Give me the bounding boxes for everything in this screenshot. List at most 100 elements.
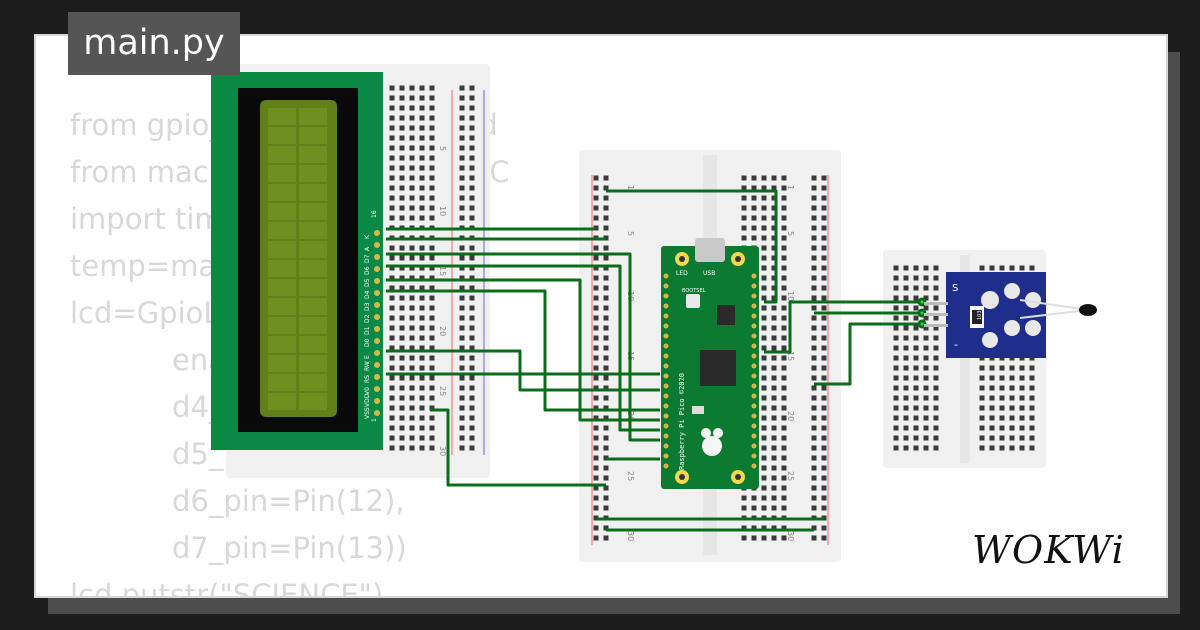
breadboard-row-label: 10 [438, 206, 447, 216]
breadboard-hole [761, 285, 767, 291]
breadboard-hole [781, 465, 787, 471]
breadboard-hole [821, 425, 827, 431]
lcd-char-cell [268, 260, 296, 277]
breadboard-hole [761, 195, 767, 201]
breadboard-hole [409, 95, 415, 101]
breadboard-hole [409, 115, 415, 121]
breadboard-hole [469, 175, 475, 181]
breadboard-hole [419, 185, 425, 191]
breadboard-hole [923, 285, 929, 291]
breadboard-hole [771, 385, 777, 391]
breadboard-hole [419, 245, 425, 251]
breadboard-hole [903, 425, 909, 431]
breadboard-hole [459, 325, 465, 331]
breadboard-hole [419, 365, 425, 371]
breadboard-hole [771, 405, 777, 411]
breadboard-hole [389, 305, 395, 311]
breadboard-hole [811, 195, 817, 201]
breadboard-hole [1029, 425, 1035, 431]
breadboard-hole [781, 435, 787, 441]
breadboard-hole [389, 295, 395, 301]
lcd-char-cell [268, 203, 296, 220]
breadboard-hole [741, 225, 747, 231]
pico-pin [751, 413, 757, 419]
breadboard-hole [811, 485, 817, 491]
breadboard-hole [913, 395, 919, 401]
breadboard-hole [781, 255, 787, 261]
breadboard-hole [903, 265, 909, 271]
breadboard-hole [893, 405, 899, 411]
breadboard-hole [409, 375, 415, 381]
breadboard-hole [419, 85, 425, 91]
sensor-s-label: S [952, 283, 958, 294]
breadboard-hole [429, 315, 435, 321]
breadboard-hole [761, 365, 767, 371]
file-tab[interactable]: main.py [68, 12, 240, 75]
pico-pin [663, 333, 669, 339]
breadboard-hole [429, 285, 435, 291]
breadboard-hole [399, 345, 405, 351]
breadboard-hole [923, 305, 929, 311]
breadboard-hole [893, 325, 899, 331]
breadboard-hole [593, 245, 599, 251]
breadboard-row-label: 15 [786, 351, 795, 361]
breadboard-hole [741, 215, 747, 221]
breadboard-hole [389, 385, 395, 391]
breadboard-hole [419, 125, 425, 131]
breadboard-hole [389, 255, 395, 261]
lcd-char-cell [268, 146, 296, 163]
breadboard-hole [593, 175, 599, 181]
breadboard-hole [469, 185, 475, 191]
breadboard-hole [821, 205, 827, 211]
breadboard-hole [999, 445, 1005, 451]
pico-board-text: Raspberry Pi Pico ©2020 [678, 373, 686, 470]
breadboard-hole [459, 375, 465, 381]
breadboard-hole [903, 445, 909, 451]
breadboard-hole [751, 495, 757, 501]
breadboard-hole [603, 245, 609, 251]
lcd-char-cell [268, 393, 296, 410]
breadboard-hole [893, 355, 899, 361]
breadboard-hole [761, 245, 767, 251]
breadboard-hole [781, 425, 787, 431]
breadboard-hole [913, 435, 919, 441]
breadboard-hole [933, 285, 939, 291]
breadboard-hole [409, 335, 415, 341]
wire [814, 322, 924, 386]
breadboard-hole [429, 255, 435, 261]
breadboard-hole [979, 425, 985, 431]
pico-pin [751, 443, 757, 449]
breadboard-hole [389, 345, 395, 351]
breadboard-hole [821, 355, 827, 361]
breadboard-hole [389, 415, 395, 421]
breadboard-hole [741, 495, 747, 501]
breadboard-hole [1029, 365, 1035, 371]
lcd-pin-label: E [364, 355, 371, 359]
breadboard-hole [459, 385, 465, 391]
lcd-pin [374, 314, 380, 320]
breadboard-hole [923, 275, 929, 281]
lcd-pin [374, 398, 380, 404]
lcd-char-cell [268, 279, 296, 296]
breadboard-hole [399, 115, 405, 121]
breadboard-hole [903, 415, 909, 421]
breadboard-hole [761, 205, 767, 211]
breadboard-hole [771, 435, 777, 441]
breadboard-hole [761, 295, 767, 301]
breadboard-row-label: 5 [626, 231, 635, 236]
breadboard-hole [389, 285, 395, 291]
breadboard-hole [1019, 405, 1025, 411]
breadboard-hole [389, 165, 395, 171]
breadboard-hole [419, 95, 425, 101]
breadboard-hole [603, 485, 609, 491]
breadboard-hole [593, 385, 599, 391]
breadboard-hole [409, 415, 415, 421]
lcd-pin-label: D1 [364, 326, 371, 335]
breadboard-hole [603, 335, 609, 341]
breadboard-hole [429, 345, 435, 351]
lcd-pin-number: 1 [371, 418, 378, 422]
lcd-char-cell [299, 203, 327, 220]
breadboard-hole [399, 335, 405, 341]
breadboard-hole [821, 345, 827, 351]
lcd-pin-label: D0 [364, 338, 371, 347]
